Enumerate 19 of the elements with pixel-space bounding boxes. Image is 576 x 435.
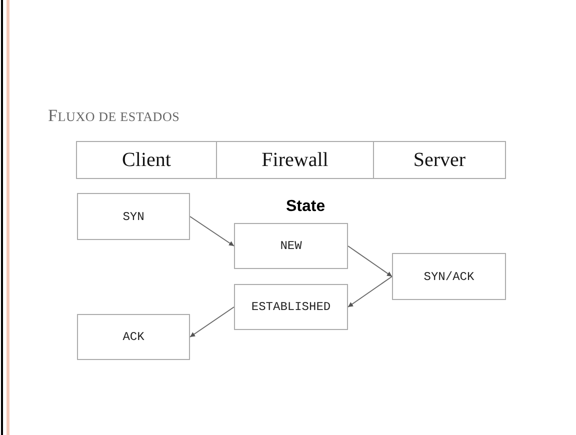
- state-box: [392, 253, 506, 300]
- state-box: [234, 223, 348, 269]
- column-label: State: [286, 198, 326, 216]
- slide-title: FLUXO DE ESTADOS: [48, 106, 180, 126]
- table-header-cell: Firewall: [216, 141, 374, 179]
- state-label: SYN: [122, 210, 144, 224]
- arrow: [348, 246, 392, 277]
- state-box: [77, 314, 190, 360]
- table-header-cell: Server: [373, 141, 506, 179]
- state-label: SYN/ACK: [424, 270, 474, 284]
- state-label: NEW: [280, 239, 302, 253]
- arrow: [348, 276, 392, 308]
- state-box: [234, 284, 348, 330]
- arrow: [190, 216, 234, 246]
- table-header-cell: Client: [76, 141, 217, 179]
- arrow: [190, 306, 234, 338]
- state-label: ESTABLISHED: [251, 300, 331, 314]
- state-box: [77, 193, 190, 240]
- state-label: ACK: [122, 330, 144, 344]
